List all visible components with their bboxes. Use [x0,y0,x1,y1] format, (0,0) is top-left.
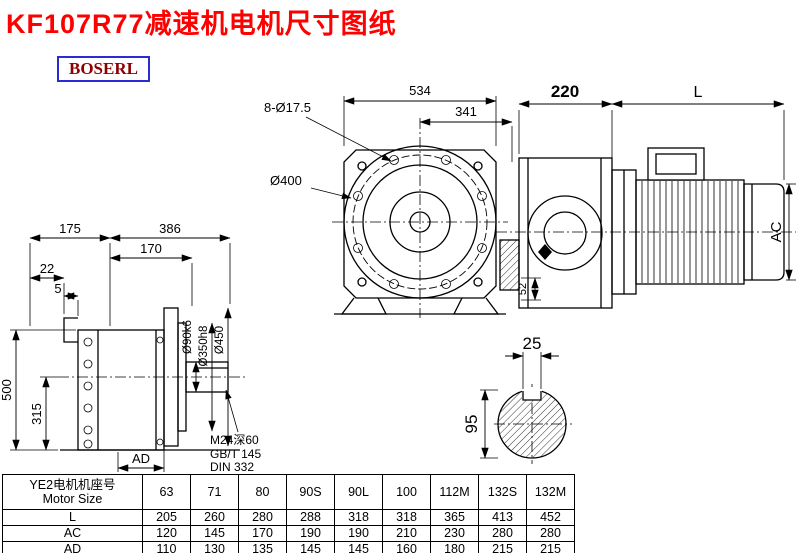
housing-outline [343,149,497,299]
face-bolts [83,336,164,449]
tap-callout-label: M24深60 [210,433,259,447]
front-view: 534 341 8-Ø17.5 Ø400 [264,83,513,318]
table-header-row: YE2电机机座号 Motor Size 63 71 80 90S 90L 100… [2,474,575,510]
cell-AC: 120 [142,525,191,542]
cell-L: 452 [526,509,575,526]
cell-AD: 180 [430,541,479,553]
size-col-header: 112M [430,474,479,510]
spigot-dia-label: Ø350h8 [198,326,210,367]
table-row-AD: AD 110 130 135 145 145 160 180 215 215 [2,541,575,553]
row-label-AD: AD [2,541,143,553]
cell-AC: 190 [334,525,383,542]
row-label-L: L [2,509,143,526]
cell-AC: 230 [430,525,479,542]
page-title: KF107R77减速机电机尺寸图纸 [6,9,397,39]
size-col-header: 71 [190,474,239,510]
table-row-AC: AC 120 145 170 190 190 210 230 280 280 [2,525,575,542]
dim-175-label: 175 [59,221,81,236]
dim-52-label: 52 [517,283,529,295]
fan-cowl [743,183,785,281]
cell-AC: 210 [382,525,431,542]
oil-plug [538,244,552,260]
dim-341-label: 341 [455,104,477,119]
cell-L: 260 [190,509,239,526]
cell-L: 205 [142,509,191,526]
dim-386-label: 386 [159,221,181,236]
size-col-header: 132S [478,474,527,510]
side-view: 220 L AC 52 [496,82,796,309]
cell-AD: 145 [286,541,335,553]
shaft-dia-section-label: 95 [462,415,481,434]
cell-L: 280 [238,509,287,526]
bolt-holes-callout: 8-Ø17.5 [264,100,311,115]
gearbox-body [77,329,165,451]
row-label-AC: AC [2,525,143,542]
cell-AD: 130 [190,541,239,553]
cell-L: 288 [286,509,335,526]
dim-315-label: 315 [29,403,44,425]
flange-circle [343,145,497,299]
cell-AC: 280 [478,525,527,542]
cell-AD: 110 [142,541,191,553]
boserl-logo: BOSERL [57,56,150,82]
right-foot [452,297,500,315]
left-side-view: 175 386 170 22 5 500 315 AD Ø90k6 Ø350h8… [0,221,261,474]
cell-AC: 190 [286,525,335,542]
size-col-header: 100 [382,474,431,510]
terminal-box [647,147,705,181]
tap-std1-label: GB/T 145 [210,447,261,461]
dim-AC-label: AC [768,221,785,242]
dim-170-label: 170 [140,241,162,256]
cell-L: 318 [382,509,431,526]
left-foot [340,297,388,315]
dim-500-label: 500 [0,379,14,401]
boserl-logo-text: BOSERL [69,59,138,78]
motor-size-header-en: Motor Size [42,492,103,506]
cell-L: 365 [430,509,479,526]
motor-fins [641,181,739,283]
cell-AD: 215 [478,541,527,553]
dim-5-label: 5 [54,281,61,296]
dim-220-label: 220 [551,82,579,101]
cell-L: 413 [478,509,527,526]
size-col-header: 90L [334,474,383,510]
cell-AD: 135 [238,541,287,553]
size-col-header: 63 [142,474,191,510]
flange-dia-label: Ø450 [214,326,226,354]
dim-22-label: 22 [40,261,54,276]
cell-AC: 145 [190,525,239,542]
shaft-cross-section: 25 95 [462,334,572,464]
motor-size-header-cn: YE2电机机座号 [29,477,116,492]
table-row-L: L 205 260 280 288 318 318 365 413 452 [2,509,575,526]
flange-dia-callout: Ø400 [270,173,302,188]
tap-std2-label: DIN 332 [210,460,254,474]
bolt-holes [353,155,487,289]
size-col-header: 90S [286,474,335,510]
technical-drawing: 534 341 8-Ø17.5 Ø400 [0,82,796,474]
cell-AC: 280 [526,525,575,542]
motor-dimension-table: YE2电机机座号 Motor Size 63 71 80 90S 90L 100… [2,474,575,553]
shaft-dia-label: Ø90k6 [182,320,194,354]
output-shaft-end [499,239,520,291]
motor-size-header: YE2电机机座号 Motor Size [2,474,143,510]
dim-534-label: 534 [409,83,431,98]
key-width-label: 25 [523,334,542,353]
dim-L-label: L [694,84,703,101]
gear-housing [518,157,613,309]
size-col-header: 80 [238,474,287,510]
keyway [522,391,542,401]
cell-AC: 170 [238,525,287,542]
cell-L: 318 [334,509,383,526]
size-col-header: 132M [526,474,575,510]
cell-AD: 215 [526,541,575,553]
bolt-circle [352,154,488,290]
cell-AD: 160 [382,541,431,553]
dim-AD-label: AD [132,451,150,466]
cell-AD: 145 [334,541,383,553]
